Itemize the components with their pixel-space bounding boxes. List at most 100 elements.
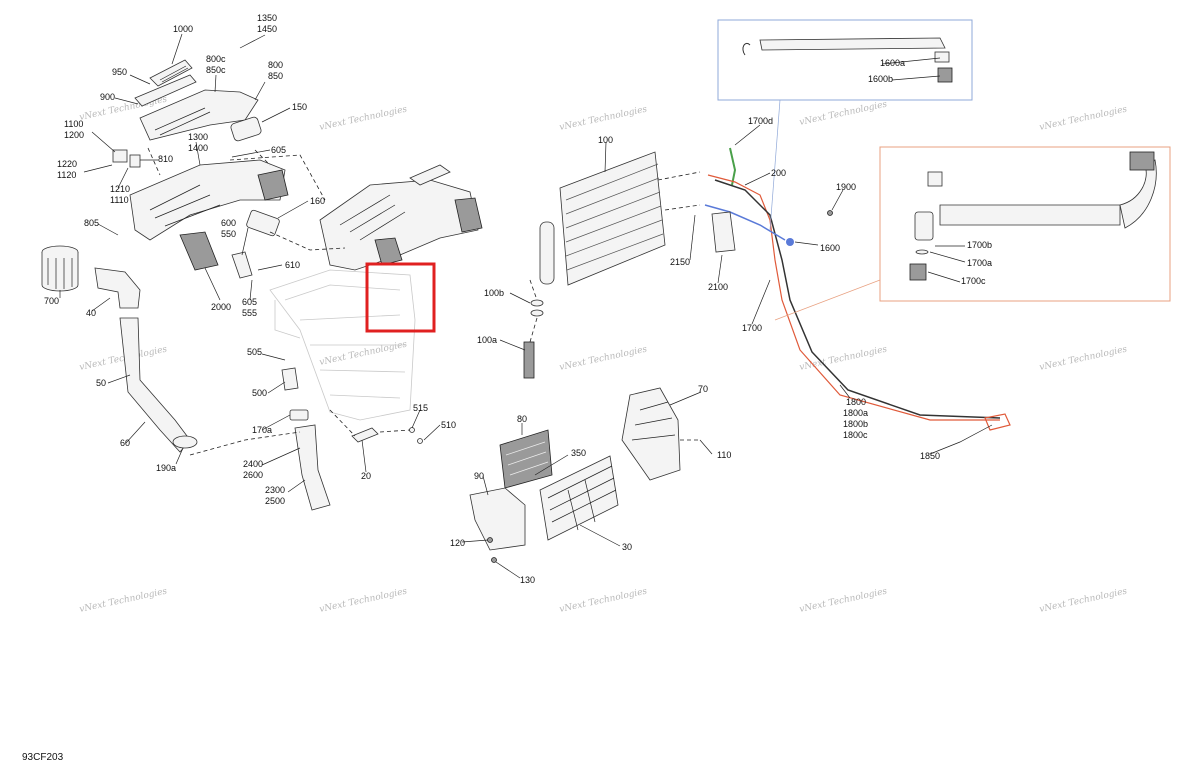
fitting: [1129, 151, 1155, 171]
label-950: 950: [112, 67, 127, 77]
highlight-box: [365, 262, 436, 333]
label-130: 130: [520, 575, 535, 585]
label-200: 200: [771, 168, 786, 178]
bracket-600: [231, 251, 253, 279]
shroud-70: [621, 387, 681, 481]
label-60: 60: [120, 438, 130, 448]
diagram-code: 93CF203: [22, 752, 64, 763]
filter-700: [41, 252, 79, 292]
label-800: 800: [268, 60, 283, 70]
fitting-1100: [112, 149, 128, 163]
o-ring-1700a: [915, 249, 929, 255]
grille-30: [539, 455, 619, 541]
label-1600a: 1600a: [880, 58, 905, 68]
upper-duct-800: [139, 89, 259, 141]
label-1800: 1800: [846, 397, 866, 407]
o-ring-100b: [530, 299, 544, 307]
screw-130: [491, 557, 497, 563]
o-ring-100b: [530, 309, 544, 317]
watermark: vNext Technologies: [799, 99, 889, 127]
label-605: 605: [271, 145, 286, 155]
label-2100: 2100: [708, 282, 728, 292]
watermark: vNext Technologies: [1039, 104, 1129, 132]
label-1700d: 1700d: [748, 116, 773, 126]
part-labels: 1000 1350 1450 950 800c 850c 800 850 900…: [44, 13, 992, 585]
gasket-150: [230, 116, 262, 142]
label-100: 100: [598, 135, 613, 145]
hose-main-1800: [714, 179, 1001, 419]
leader-lines: [59, 33, 993, 579]
label-1700: 1700: [742, 323, 762, 333]
label-1000: 1000: [173, 24, 193, 34]
label-2150: 2150: [670, 257, 690, 267]
bracket-2100: [711, 211, 736, 253]
watermark: vNext Technologies: [79, 586, 169, 614]
fitting-1600a: [934, 51, 950, 63]
label-500: 500: [252, 388, 267, 398]
label-1100: 1100: [64, 119, 83, 129]
label-1850: 1850: [920, 451, 940, 461]
label-610: 610: [285, 260, 300, 270]
label-1200: 1200: [64, 130, 84, 140]
label-100b: 100b: [484, 288, 504, 298]
hose-blue: [704, 204, 786, 241]
label-805: 805: [84, 218, 99, 228]
detail-box-1700: [774, 146, 1171, 321]
label-2400: 2400: [243, 459, 263, 469]
label-810: 810: [158, 154, 173, 164]
fitting-1210: [129, 154, 141, 168]
label-1350: 1350: [257, 13, 277, 23]
fitting-1850: [984, 413, 1011, 431]
watermark: vNext Technologies: [559, 344, 649, 372]
detail-box-1600: [717, 19, 973, 231]
label-1600: 1600: [820, 243, 840, 253]
vent-outlet: [257, 169, 289, 201]
watermark: vNext Technologies: [799, 344, 889, 372]
hose-50: [119, 317, 191, 453]
label-1300: 1300: [188, 132, 208, 142]
label-900: 900: [100, 92, 115, 102]
label-850c: 850c: [206, 65, 226, 75]
label-2500: 2500: [265, 496, 285, 506]
fitting-1600b: [937, 67, 953, 83]
bracket-500: [281, 367, 299, 391]
label-1220: 1220: [57, 159, 77, 169]
watermark: vNext Technologies: [799, 586, 889, 614]
label-1800b: 1800b: [843, 419, 868, 429]
label-1120: 1120: [57, 170, 76, 180]
valve-1700b: [914, 211, 934, 241]
label-2600: 2600: [243, 470, 263, 480]
label-190a: 190a: [156, 463, 176, 473]
label-550: 550: [221, 229, 236, 239]
label-1800a: 1800a: [843, 408, 868, 418]
valve-cap: [927, 171, 943, 187]
screw-515: [409, 427, 415, 433]
label-40: 40: [86, 308, 96, 318]
misc-parts: [281, 367, 423, 511]
label-30: 30: [622, 542, 632, 552]
assembly-lines: [147, 147, 701, 456]
lower-panels: [469, 387, 681, 563]
bracket-90: [469, 487, 526, 551]
label-90: 90: [474, 471, 484, 481]
clamp-190a: [172, 435, 198, 449]
label-1400: 1400: [188, 143, 208, 153]
label-850: 850: [268, 71, 283, 81]
upper-right-duct: [319, 164, 483, 271]
label-605b: 605: [242, 297, 257, 307]
hvac-housing: [269, 269, 416, 421]
watermark: vNext Technologies: [1039, 344, 1129, 372]
label-120: 120: [450, 538, 465, 548]
label-1700c: 1700c: [961, 276, 986, 286]
seal-170a: [289, 409, 309, 421]
label-510: 510: [441, 420, 456, 430]
label-80: 80: [517, 414, 527, 424]
watermark: vNext Technologies: [559, 104, 649, 132]
label-555: 555: [242, 308, 257, 318]
label-1450: 1450: [257, 24, 277, 34]
label-515: 515: [413, 403, 428, 413]
label-350: 350: [571, 448, 586, 458]
receiver-dryer: [539, 221, 555, 285]
nut-1900: [827, 210, 833, 216]
